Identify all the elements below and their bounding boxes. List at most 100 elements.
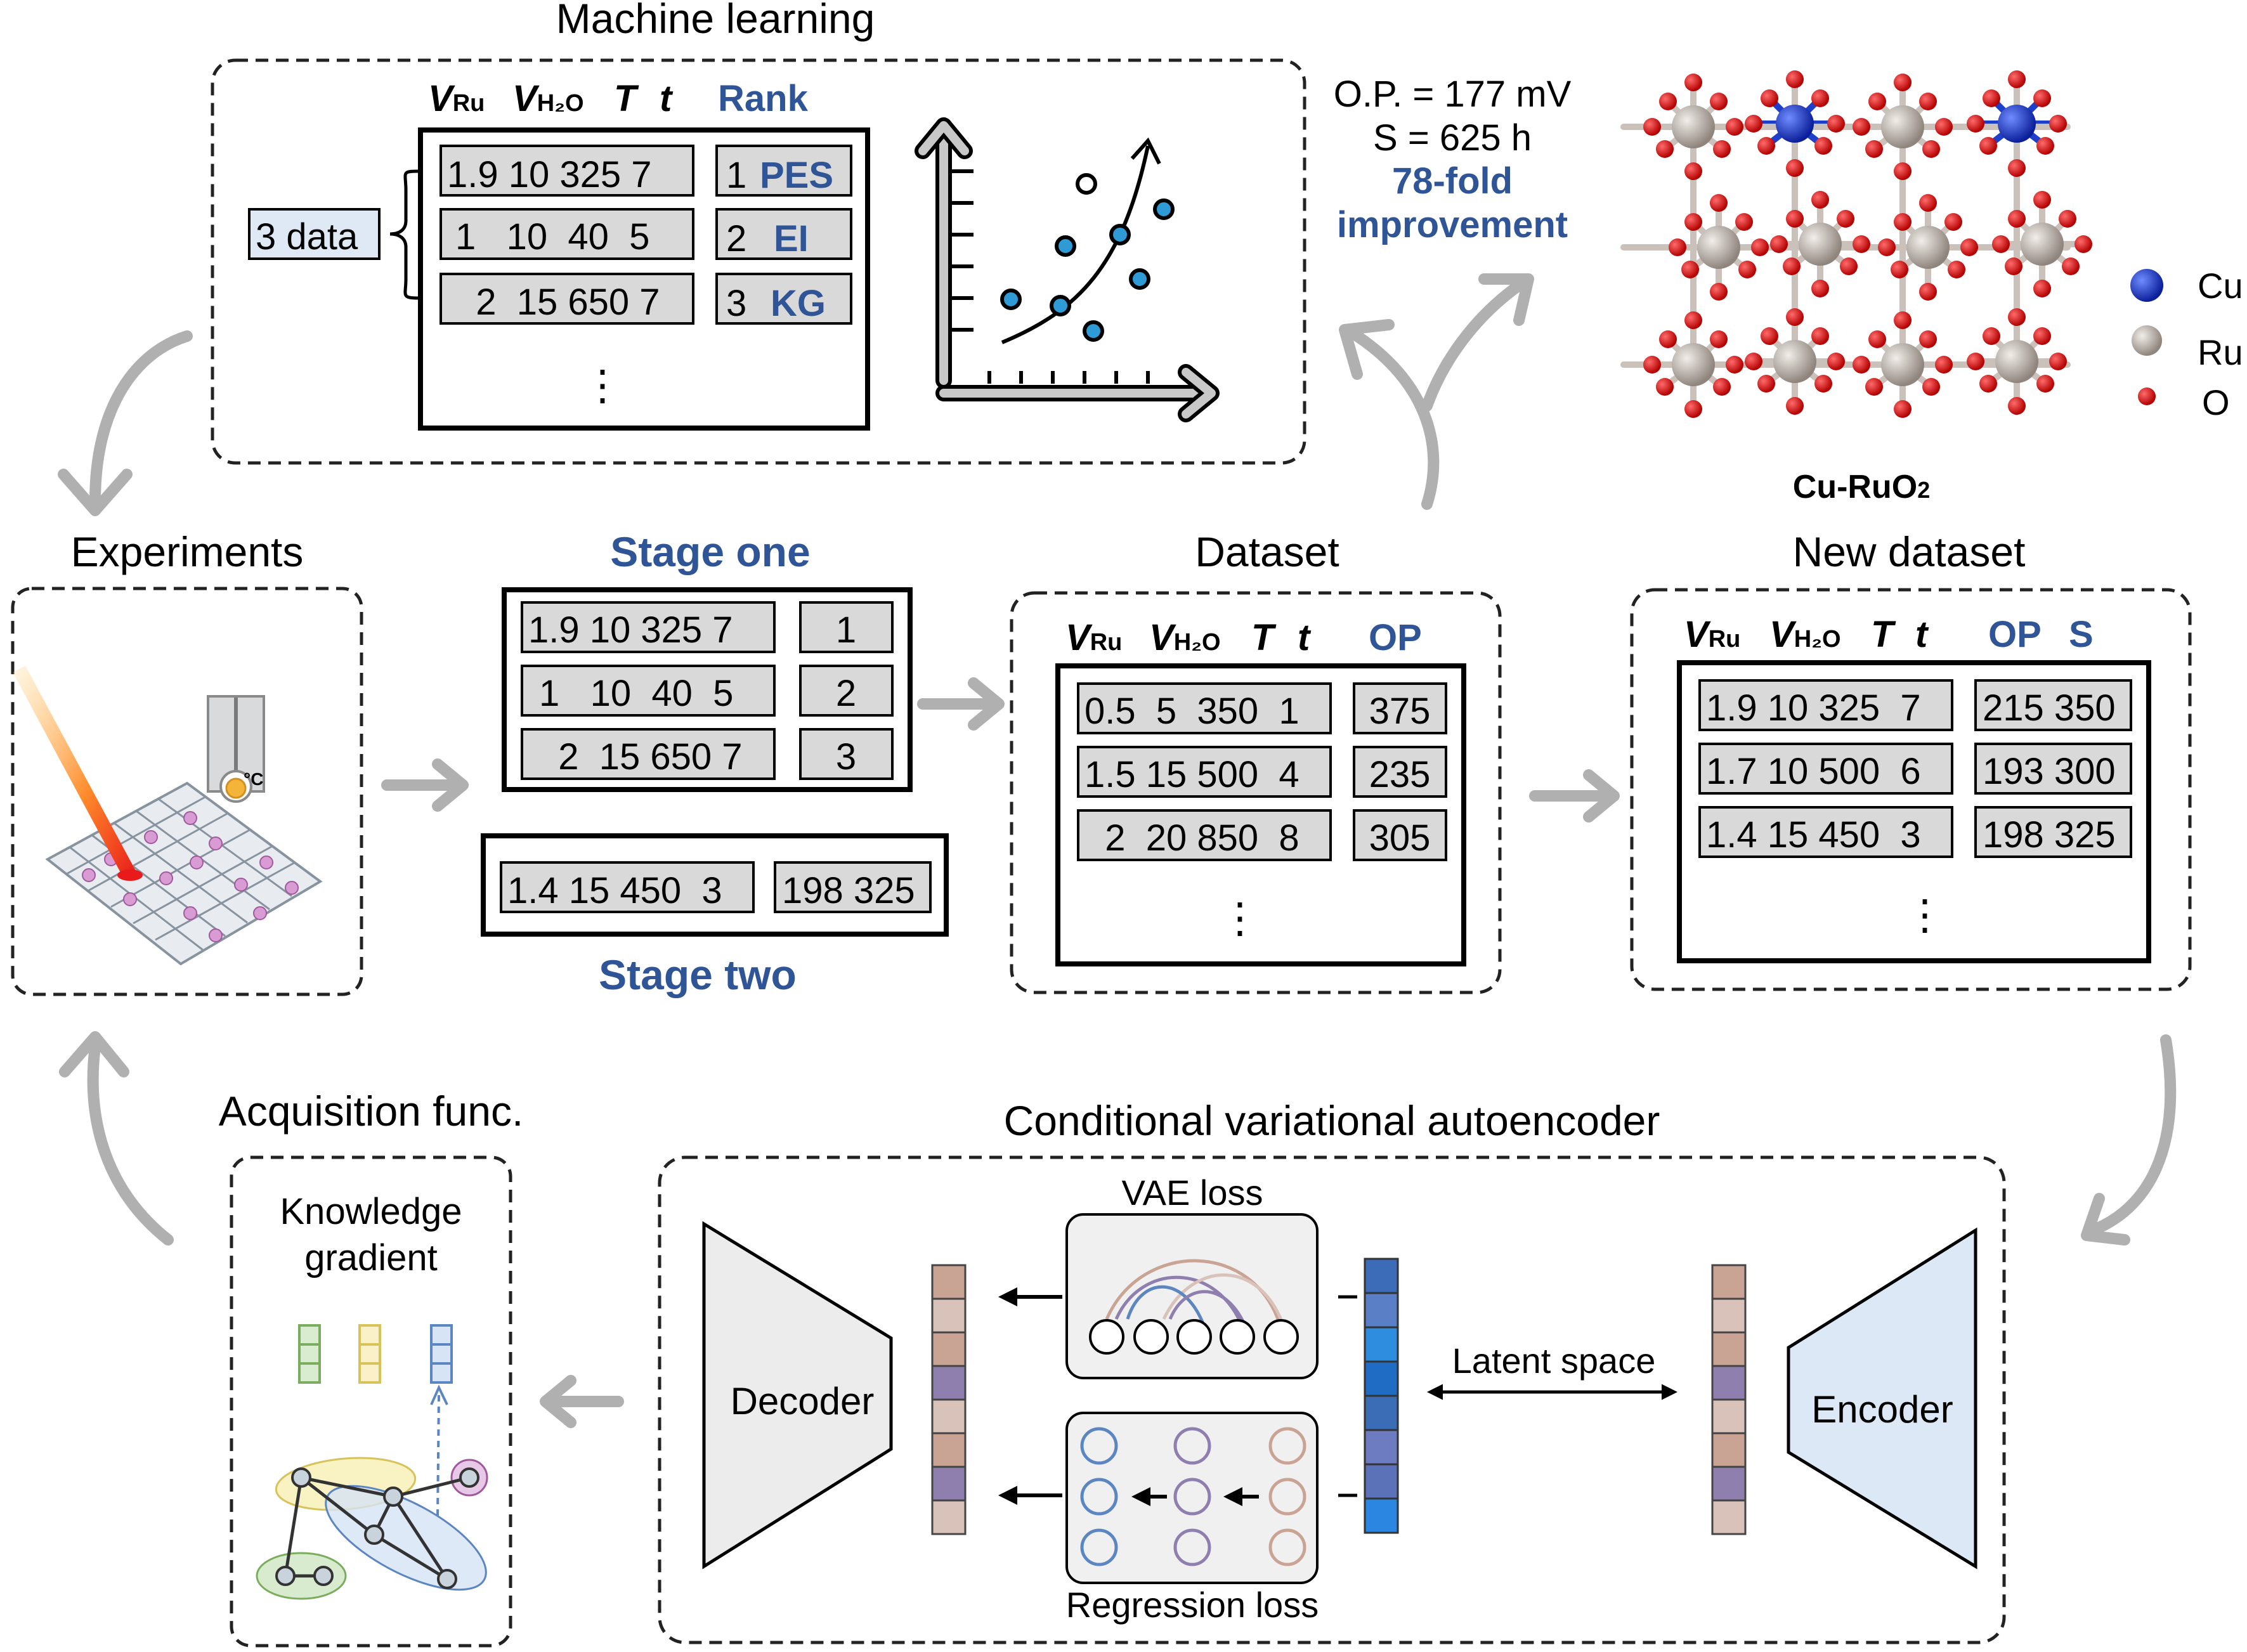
dataset-op-text: 235 — [1369, 754, 1431, 795]
vae-loss-label: VAE loss — [1121, 1173, 1263, 1213]
result-summary: O.P. = 177 mV S = 625 h 78-fold improvem… — [1334, 74, 1572, 245]
oxygen-atom — [1894, 162, 1912, 180]
oxygen-atom — [1865, 378, 1883, 396]
ruthenium-atom — [1672, 105, 1715, 148]
header-time: t — [660, 78, 674, 119]
experiments-to-stage-arrowhead — [432, 758, 469, 812]
ml-row — [440, 145, 694, 197]
ellipsis: ⋮ — [1904, 891, 1946, 938]
ruthenium-atom — [1995, 340, 2038, 383]
oxygen-atom — [1935, 356, 1953, 374]
oxygen-atom — [1979, 137, 1997, 155]
oxygen-atom — [2033, 327, 2051, 345]
oxygen-atom — [2008, 159, 2026, 177]
ellipsis: ⋮ — [1219, 894, 1261, 941]
rank-cell — [715, 208, 852, 260]
oxygen-atom — [2005, 257, 2022, 275]
cu-legend-marker — [2130, 269, 2163, 302]
stage-one-rank — [799, 665, 894, 717]
decoder-label: Decoder — [731, 1380, 875, 1422]
experiments-frame — [11, 587, 363, 996]
ruthenium-atom — [1773, 340, 1816, 383]
experiments-panel: Experiments — [11, 528, 363, 996]
oxygen-atom — [1757, 137, 1775, 155]
new-dataset-value-text: 198 325 — [1983, 814, 2116, 855]
ruthenium-atom — [1672, 343, 1715, 386]
brace — [389, 169, 419, 300]
vae-nodes — [1089, 1319, 1299, 1355]
oxygen-atom — [1710, 194, 1728, 212]
overpotential-text: O.P. = 177 mV — [1334, 74, 1572, 115]
ml-to-experiments-arrow — [89, 330, 193, 507]
oxygen-atom — [1811, 280, 1829, 297]
rank-cell — [715, 145, 852, 197]
dataset-to-new-arrowhead — [1583, 769, 1620, 823]
legend-o: O — [2202, 382, 2230, 422]
stage-two-value — [774, 861, 932, 913]
oxygen-atom — [1919, 194, 1937, 212]
experiments-title: Experiments — [71, 528, 304, 575]
oxygen-atom — [2059, 210, 2076, 228]
new-dataset-row — [1698, 806, 1953, 858]
oxygen-atom — [1713, 140, 1731, 158]
header-v-h2o: VH₂O — [512, 78, 584, 119]
cvae-title: Conditional variational autoencoder — [1004, 1097, 1660, 1144]
encoder-label: Encoder — [1811, 1388, 1953, 1431]
oxygen-atom — [1710, 283, 1728, 301]
oxygen-atom — [1656, 378, 1674, 396]
acquisition-title: Acquisition func. — [219, 1088, 524, 1135]
celsius-label: °C — [244, 769, 263, 789]
dataset-op-cell — [1353, 746, 1447, 798]
oxygen-atom — [2033, 191, 2051, 209]
oxygen-atom — [1919, 93, 1937, 110]
dataset-row — [1077, 746, 1332, 798]
structure-name: Cu-RuO2 — [1793, 469, 1930, 505]
oxygen-atom — [1710, 93, 1728, 110]
stage-one-rank-text: 2 — [836, 673, 856, 714]
oxygen-atom — [2008, 70, 2026, 88]
dataset-frame — [1010, 591, 1502, 994]
ellipsis: ⋮ — [582, 361, 623, 408]
o-legend-marker — [2138, 387, 2156, 405]
oxygen-atom — [1891, 261, 1908, 278]
stability-text: S = 625 h — [1373, 117, 1532, 159]
oxygen-atom — [1865, 140, 1883, 158]
header-temperature: T — [614, 78, 639, 119]
oxygen-atom — [1922, 140, 1940, 158]
stage-one-row — [521, 665, 776, 717]
oxygen-atom — [1935, 118, 1953, 136]
oxygen-atom — [1681, 261, 1699, 278]
stage-one-rank — [799, 601, 894, 653]
ru-legend-marker — [2132, 325, 2162, 356]
header-op: OP — [1988, 614, 2042, 655]
new-dataset-title: New dataset — [1793, 528, 2026, 575]
improvement-text: improvement — [1337, 204, 1568, 245]
oxygen-atom — [2036, 375, 2054, 393]
new-dataset-value-text: 215 350 — [1983, 687, 2116, 729]
dataset-title: Dataset — [1195, 528, 1339, 575]
oxygen-atom — [1853, 235, 1870, 253]
new-to-cvae-arrowhead — [2081, 1193, 2130, 1246]
new-dataset-frame — [1630, 588, 2192, 991]
three-data-box — [248, 208, 381, 260]
gradient-label: gradient — [304, 1237, 438, 1278]
oxygen-atom — [1643, 356, 1661, 374]
new-to-cvae-arrow — [2087, 1034, 2177, 1236]
new-dataset-value-text: 193 300 — [1983, 751, 2116, 792]
regression-nodes — [1080, 1427, 1306, 1566]
stage-one-row-text: 1 10 40 5 — [539, 673, 733, 714]
result-to-structure-arrowhead — [1478, 273, 1534, 326]
rank-name: KG — [771, 283, 826, 324]
machine-learning-panel: Machine learning VRu VH₂O T t Rank 1.9 1… — [211, 0, 1306, 465]
oxygen-atom — [2074, 235, 2092, 253]
scatter-plot-icon — [915, 117, 1220, 422]
oxygen-atom — [1811, 191, 1829, 209]
oxygen-atom — [1643, 118, 1661, 136]
stage-one-rank-text: 1 — [836, 609, 856, 651]
ruthenium-atom — [2021, 223, 2064, 266]
oxygen-atom — [1868, 330, 1886, 348]
new-dataset-row-text: 1.4 15 450 3 — [1706, 814, 1921, 855]
rank-cell — [715, 273, 852, 325]
ruthenium-atom — [1881, 105, 1924, 148]
oxygen-atom — [1868, 93, 1886, 110]
